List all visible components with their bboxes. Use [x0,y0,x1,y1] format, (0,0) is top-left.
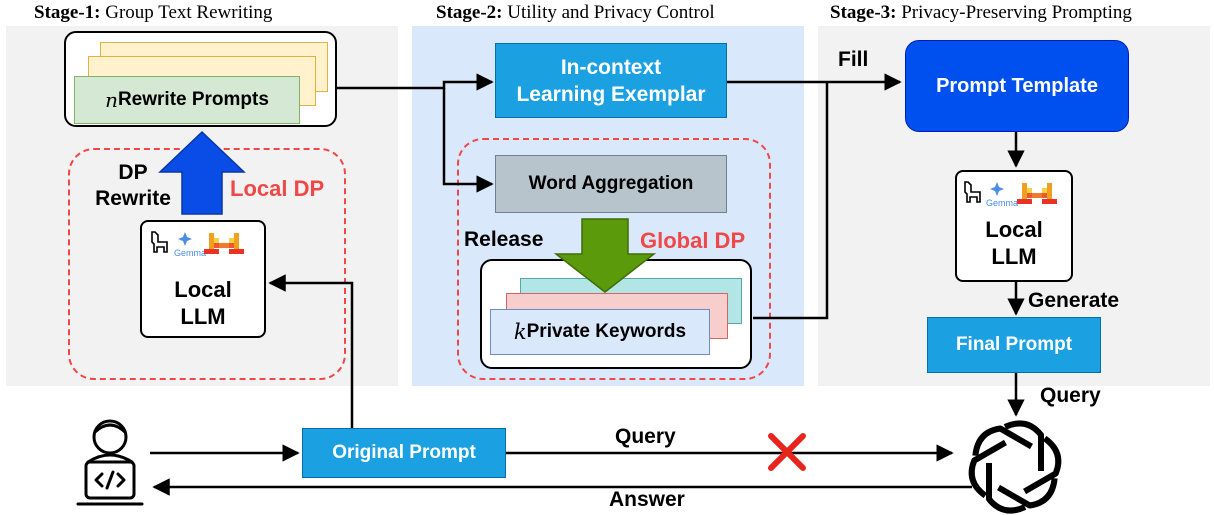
generate-label: Generate [1028,289,1120,312]
connector-icl-to-template [727,73,902,320]
llm-logos-icon-2: Gemma [964,181,1057,208]
local-llm-box-1 [140,220,266,338]
query-label-right: Query [1040,384,1101,407]
gemma-icon: Gemma [174,232,206,258]
private-keywords-card: k Private Keywords [490,309,710,355]
local-llm-label-1: Local LLM [174,277,232,329]
blocked-cross-icon [768,433,806,471]
fill-label: Fill [838,48,869,71]
svg-text:Gemma: Gemma [174,248,206,258]
gemma-icon: Gemma [986,182,1018,208]
dp-rewrite-label: DP Rewrite [95,161,171,210]
openai-icon [968,420,1062,514]
svg-text:Gemma: Gemma [986,198,1018,208]
prompt-template-box: Prompt Template [905,40,1129,132]
dp-rewrite-arrow-icon [158,130,246,215]
final-prompt-box: Final Prompt [927,317,1101,373]
local-dp-label: Local DP [230,176,325,201]
stage3-title: Stage-3: Privacy-Preserving Prompting [830,2,1132,23]
llama-icon [151,231,168,253]
rewrite-prompts-card: n Rewrite Prompts [74,76,300,124]
mistral-icon [1017,183,1057,204]
stage2-title: Stage-2: Utility and Privacy Control [436,2,715,23]
llama-icon [964,181,981,203]
arrow-original-to-llm [268,274,354,428]
global-dp-label: Global DP [640,228,746,253]
word-aggregation-box: Word Aggregation [495,155,727,213]
stage1-title: Stage-1: Group Text Rewriting [34,2,273,23]
icl-exemplar-box: In-context Learning Exemplar [495,43,727,118]
llm-logos-icon-1: Gemma [151,231,244,258]
global-dp-region [457,138,771,380]
query-label-bottom: Query [615,425,676,448]
local-llm-label-2: Local LLM [985,217,1043,269]
developer-user-icon [76,419,144,506]
local-llm-box-2 [955,170,1073,282]
connector-rewrite-to-icl [337,73,494,193]
mistral-icon [204,233,244,254]
release-arrow-icon [553,218,657,293]
original-prompt-box: Original Prompt [302,428,506,478]
answer-label: Answer [609,488,685,511]
release-label: Release [464,228,544,251]
